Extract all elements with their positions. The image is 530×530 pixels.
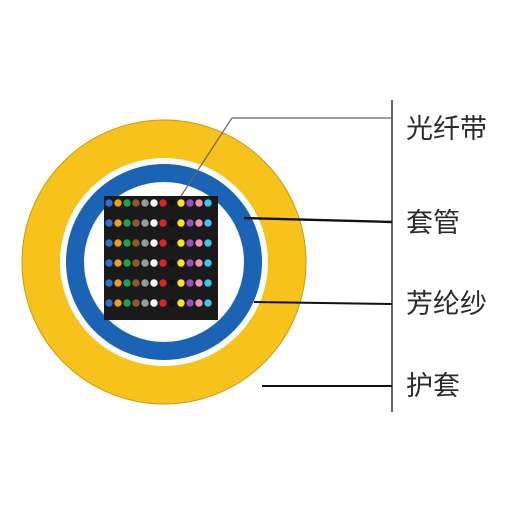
fiber-dot [150,259,158,267]
fiber-dot [141,219,149,227]
fiber-dot [150,199,158,207]
fiber-dot [168,199,176,207]
fiber-dot [123,259,131,267]
fiber-dot [114,279,122,287]
fiber-dot [105,239,113,247]
fiber-dot [195,199,203,207]
fiber-dot [105,279,113,287]
fiber-dot [168,279,176,287]
fiber-dot [195,299,203,307]
leader-line-ribbon [180,117,392,197]
fiber-dot [141,199,149,207]
fiber-dot [114,299,122,307]
fiber-dot [186,299,194,307]
fiber-dot [159,279,167,287]
fiber-dot [195,259,203,267]
fiber-dot [114,199,122,207]
fiber-dot [150,219,158,227]
fiber-dot [132,279,140,287]
fiber-dot [204,279,212,287]
fiber-dot [159,219,167,227]
fiber-dot [141,259,149,267]
fiber-dot [123,219,131,227]
fiber-dot [168,239,176,247]
leader-line-tube [243,216,393,224]
fiber-dot [150,279,158,287]
fiber-dot [177,259,185,267]
fiber-dot [132,299,140,307]
fiber-dot [159,199,167,207]
fiber-dot [132,239,140,247]
fiber-dot [186,259,194,267]
fiber-dot [150,239,158,247]
fiber-dot [204,259,212,267]
fiber-dot [159,259,167,267]
fiber-dot [132,219,140,227]
fiber-dot [114,259,122,267]
fiber-dot [186,199,194,207]
label-ribbon: 光纤带 [406,114,487,145]
fiber-dot [105,299,113,307]
fiber-dot [114,219,122,227]
fiber-dot [132,199,140,207]
fiber-dot [141,299,149,307]
fiber-dot [168,299,176,307]
fiber-dot [186,239,194,247]
fiber-dot [123,279,131,287]
fiber-dot [132,259,140,267]
fiber-dot [177,239,185,247]
fiber-dot [105,219,113,227]
label-tube: 套管 [406,208,460,239]
fiber-dot [123,199,131,207]
fiber-dot [186,219,194,227]
fiber-dot [195,219,203,227]
fiber-dot [105,199,113,207]
label-jacket: 护套 [406,371,460,402]
fiber-dot [204,299,212,307]
fiber-dot [177,299,185,307]
fiber-dot [204,239,212,247]
fiber-dot [150,299,158,307]
fiber-dot [195,279,203,287]
fiber-dot [177,199,185,207]
leader-line-aramid [253,301,393,305]
fiber-dot [159,239,167,247]
fiber-dot [204,219,212,227]
fiber-dot [177,219,185,227]
fiber-dot [159,299,167,307]
fiber-dot [204,199,212,207]
fiber-dot [168,219,176,227]
fiber-dot [123,299,131,307]
fiber-dot [105,259,113,267]
fiber-dot [186,279,194,287]
fiber-dot [141,239,149,247]
label-aramid: 芳纶纱 [406,289,487,320]
fiber-dot [114,239,122,247]
fiber-dot [195,239,203,247]
fiber-dot [177,279,185,287]
fiber-dot [168,259,176,267]
fiber-ribbon-grid [105,199,212,307]
fiber-dot [123,239,131,247]
fiber-dot [141,279,149,287]
